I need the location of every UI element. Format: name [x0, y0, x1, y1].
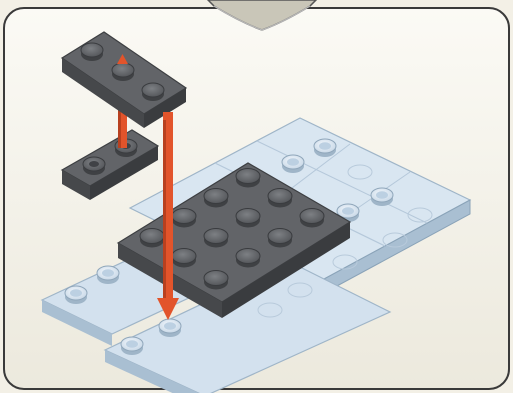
arrow-shaft-top — [163, 112, 173, 120]
light-stud — [97, 266, 119, 284]
dark-stud — [204, 189, 228, 208]
light-stud — [121, 337, 143, 355]
dark-stud — [112, 63, 134, 81]
light-stud — [159, 319, 181, 337]
dark-stud — [236, 249, 260, 268]
dark-stud — [236, 209, 260, 228]
dark-stud — [204, 229, 228, 248]
light-stud — [371, 188, 393, 206]
dark-stud — [172, 209, 196, 228]
dark-stud — [300, 209, 324, 228]
dark-stud — [140, 229, 164, 248]
dark-stud — [81, 43, 103, 61]
light-stud — [282, 155, 304, 173]
dark-stud — [83, 157, 105, 175]
dark-stud — [204, 271, 228, 290]
dark-stud — [268, 189, 292, 208]
dark-stud — [172, 249, 196, 268]
light-stud — [314, 139, 336, 157]
dark-stud — [268, 229, 292, 248]
dark-stud — [142, 83, 164, 101]
light-stud — [65, 286, 87, 304]
dark-stud — [236, 169, 260, 188]
